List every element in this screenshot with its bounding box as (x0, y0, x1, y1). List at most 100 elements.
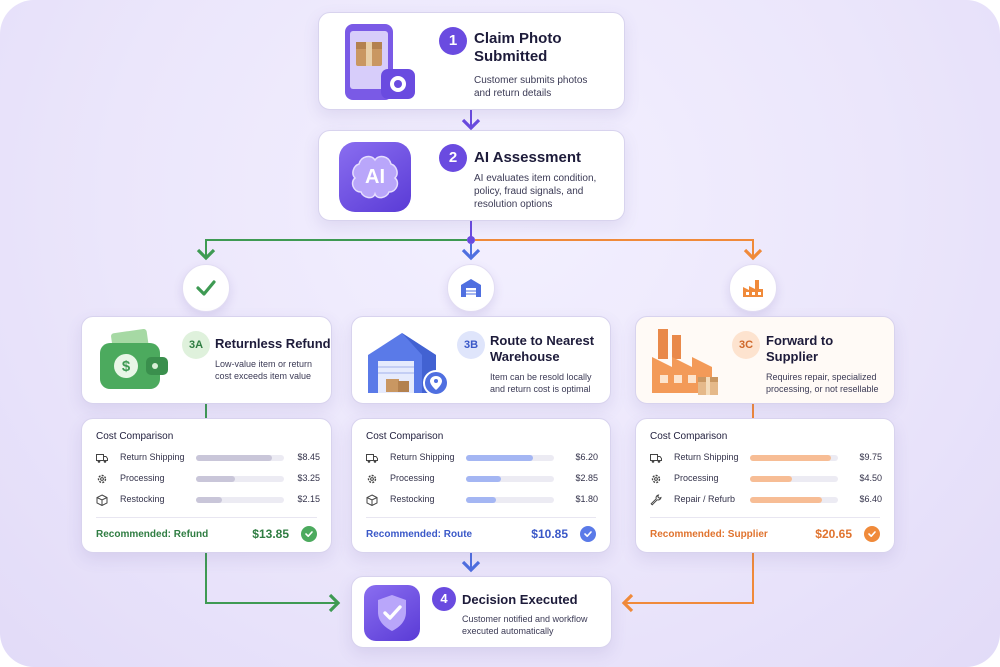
cost-comparison-title: Cost Comparison (96, 431, 174, 442)
cost-bar (196, 476, 284, 482)
branch-c-description: Requires repair, specialized processing,… (766, 372, 879, 394)
cost-value: $4.50 (859, 473, 882, 483)
recommendation-total: $10.85 (531, 527, 568, 541)
recommendation-label: Recommended: Supplier (650, 529, 768, 540)
check-circle-icon (301, 526, 317, 542)
cost-bar (466, 455, 554, 461)
cost-label: Processing (120, 473, 165, 483)
branch-b-description: Item can be resold locally and return co… (490, 372, 592, 394)
cost-row: Return Shipping $9.75 (650, 451, 882, 465)
recommendation-label: Recommended: Refund (96, 529, 209, 540)
branch-b-card[interactable]: 3B Route to Nearest Warehouse Item can b… (351, 316, 611, 404)
cost-label: Return Shipping (120, 452, 185, 462)
cost-label: Return Shipping (390, 452, 455, 462)
branch-a-badge: 3A (182, 331, 210, 359)
cost-row: Restocking $2.15 (96, 493, 320, 507)
recommendation-label: Recommended: Route (366, 529, 473, 540)
cost-bar (750, 497, 838, 503)
cost-bar (466, 476, 554, 482)
cost-value: $6.20 (575, 452, 598, 462)
factory-box-icon (646, 321, 732, 401)
cost-label: Restocking (390, 494, 435, 504)
cost-label: Restocking (120, 494, 165, 504)
divider (366, 517, 596, 518)
step-1-card[interactable]: 1 Claim Photo Submitted Customer submits… (318, 12, 625, 110)
cost-bar (196, 455, 284, 461)
branch-a-cost-panel: Cost Comparison Return Shipping $8.45 Pr… (81, 418, 332, 553)
check-circle-icon (580, 526, 596, 542)
cost-bar (196, 497, 284, 503)
cost-value: $6.40 (859, 494, 882, 504)
ai-icon-text: AI (365, 165, 385, 188)
cost-bar (466, 497, 554, 503)
node-factory (729, 264, 777, 312)
cost-bar (750, 476, 838, 482)
divider (650, 517, 880, 518)
shield-check-icon (364, 585, 420, 641)
truck-icon (366, 454, 378, 463)
cost-row: Return Shipping $6.20 (366, 451, 598, 465)
truck-icon (650, 454, 662, 463)
recommendation-total: $20.65 (815, 527, 852, 541)
cost-row: Processing $3.25 (96, 472, 320, 486)
cost-row: Return Shipping $8.45 (96, 451, 320, 465)
cost-value: $2.15 (297, 494, 320, 504)
cost-comparison-title: Cost Comparison (366, 431, 444, 442)
cost-label: Repair / Refurb (674, 494, 736, 504)
gear-icon (367, 474, 377, 484)
step-1-title: Claim Photo Submitted (474, 30, 562, 65)
cost-bar (750, 455, 838, 461)
branch-c-title: Forward to Supplier (766, 333, 834, 364)
svg-text:$: $ (122, 358, 131, 375)
recommendation-total: $13.85 (252, 527, 289, 541)
branch-a-title: Returnless Refund (215, 336, 331, 351)
branch-c-card[interactable]: 3C Forward to Supplier Requires repair, … (635, 316, 895, 404)
cost-row: Processing $2.85 (366, 472, 598, 486)
wallet-money-icon: $ (94, 323, 172, 399)
cost-row: Repair / Refurb $6.40 (650, 493, 882, 507)
cost-comparison-title: Cost Comparison (650, 431, 728, 442)
cost-value: $9.75 (859, 452, 882, 462)
connector-c-4 (621, 553, 754, 613)
divider (96, 517, 317, 518)
branch-a-description: Low-value item or return cost exceeds it… (215, 359, 313, 381)
step-4-title: Decision Executed (462, 592, 578, 607)
cost-value: $8.45 (297, 452, 320, 462)
check-circle-icon (864, 526, 880, 542)
step-2-card[interactable]: AI 2 AI Assessment AI evaluates item con… (318, 130, 625, 221)
cost-label: Processing (390, 473, 435, 483)
step-2-title: AI Assessment (474, 149, 581, 166)
wrench-icon (650, 494, 662, 506)
step-1-badge: 1 (439, 27, 467, 55)
split-dot (467, 236, 475, 244)
truck-icon (96, 454, 108, 463)
step-4-card[interactable]: 4 Decision Executed Customer notified an… (351, 576, 612, 648)
branch-b-cost-panel: Cost Comparison Return Shipping $6.20 Pr… (351, 418, 611, 553)
node-check (182, 264, 230, 312)
step-2-badge: 2 (439, 144, 467, 172)
cost-row: Processing $4.50 (650, 472, 882, 486)
box-icon (96, 494, 108, 506)
cost-value: $2.85 (575, 473, 598, 483)
branch-c-cost-panel: Cost Comparison Return Shipping $9.75 Pr… (635, 418, 895, 553)
cost-label: Processing (674, 473, 719, 483)
gear-icon (651, 474, 661, 484)
step-1-description: Customer submits photos and return detai… (474, 75, 588, 99)
connector-split-c (475, 239, 763, 261)
cost-label: Return Shipping (674, 452, 739, 462)
box-icon (366, 494, 378, 506)
step-4-badge: 4 (432, 587, 456, 611)
branch-b-title: Route to Nearest Warehouse (490, 333, 595, 364)
factory-icon (743, 280, 763, 297)
connector-a-4 (205, 553, 341, 613)
branch-a-card[interactable]: $ 3A Returnless Refund Low-value item or… (81, 316, 332, 404)
step-2-description: AI evaluates item condition, policy, fra… (474, 173, 597, 210)
node-warehouse (447, 264, 495, 312)
branch-c-badge: 3C (732, 331, 760, 359)
ai-brain-icon: AI (339, 142, 411, 212)
cost-row: Restocking $1.80 (366, 493, 598, 507)
phone-package-camera-icon (341, 22, 419, 102)
branch-b-badge: 3B (457, 331, 485, 359)
